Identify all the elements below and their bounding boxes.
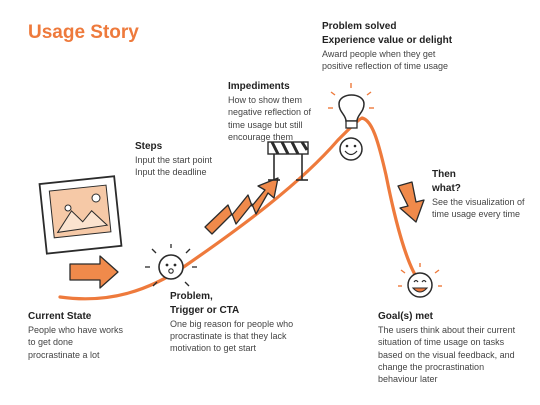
problem-solved-label: Problem solved Experience value or delig… — [322, 20, 452, 72]
then-what-line: See the visualization of — [432, 196, 525, 207]
problem-solved-line: Award people when they get — [322, 48, 436, 59]
down-arrow-icon — [397, 181, 425, 223]
zigzag-arrow-icon — [204, 177, 279, 235]
problem-heading: Problem, — [170, 291, 213, 302]
goals-met-line: The users think about their current — [378, 324, 516, 335]
barrier-icon — [267, 141, 309, 181]
problem-line: One big reason for people who — [170, 318, 294, 329]
current-state-heading: Current State — [28, 311, 92, 322]
impediments-line: How to show them — [228, 94, 303, 105]
goals-met-label: Goal(s) met The users think about their … — [378, 310, 515, 386]
impediments-heading: Impediments — [228, 81, 290, 92]
happy-face-icon — [339, 137, 363, 161]
then-what-heading: Then — [432, 169, 456, 180]
problem-heading: Trigger or CTA — [170, 304, 240, 316]
problem-trigger-label: Problem, Trigger or CTA One big reason f… — [170, 290, 293, 355]
current-state-line: to get done — [28, 337, 74, 348]
goals-met-line: change the procrastination — [378, 362, 485, 373]
goals-met-heading: Goal(s) met — [378, 311, 434, 322]
then-what-heading: what? — [432, 182, 461, 194]
steps-line: Input the deadline — [135, 167, 207, 178]
steps-line: Input the start point — [135, 154, 213, 165]
problem-solved-heading: Experience value or delight — [322, 34, 453, 46]
page-title: Usage Story — [28, 22, 139, 43]
goals-met-line: behaviour later — [378, 374, 438, 385]
impediments-label: Impediments How to show them negative re… — [228, 80, 311, 143]
alarm-clock-icon — [145, 244, 197, 287]
photo-icon — [38, 175, 123, 255]
current-state-label: Current State People who have works to g… — [28, 310, 123, 361]
problem-solved-heading: Problem solved — [322, 21, 397, 32]
current-state-line: People who have works — [28, 324, 124, 335]
impediments-line: negative reflection of — [228, 107, 312, 118]
smiling-face-icon — [398, 263, 442, 298]
steps-heading: Steps — [135, 141, 163, 152]
impediments-line: encourage them — [228, 132, 294, 143]
forward-arrow-icon — [69, 255, 119, 289]
light-bulb-icon — [328, 83, 374, 129]
steps-label: Steps Input the start point Input the de… — [135, 140, 212, 179]
then-what-label: Then what? See the visualization of time… — [432, 168, 525, 220]
problem-line: procrastinate is that they lack — [170, 331, 287, 341]
goals-met-line: situation of time usage on tasks — [378, 337, 505, 348]
current-state-line: procrastinate a lot — [28, 349, 100, 360]
then-what-line: time usage every time — [432, 209, 521, 219]
problem-line: motivation to get start — [170, 343, 257, 354]
problem-solved-line: positive reflection of time usage — [322, 61, 449, 71]
impediments-line: time usage but still — [228, 119, 303, 130]
goals-met-line: based on the visual feedback, and — [378, 349, 515, 360]
